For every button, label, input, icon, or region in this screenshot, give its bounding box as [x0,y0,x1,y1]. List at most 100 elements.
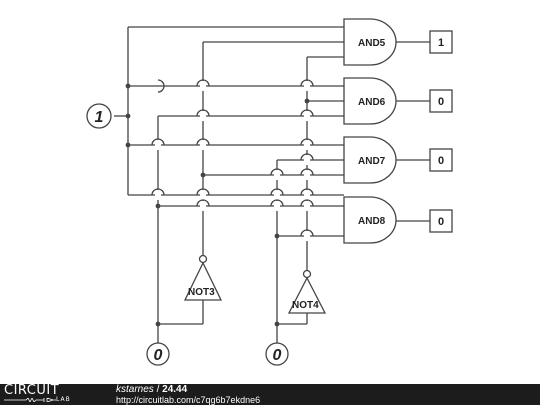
hop-arc [300,168,314,176]
not-gate-body[interactable] [287,276,327,314]
wires [114,26,430,343]
junction-dot [125,83,131,89]
output-6-value: 0 [438,96,444,108]
gate-not3[interactable]: NOT3 [183,254,223,301]
hop-gap [304,190,310,200]
logic-output-box[interactable] [429,89,453,113]
logo-circuit-line-icon [4,398,56,402]
input-right[interactable]: 0 [265,342,289,366]
junction-dot [200,172,206,178]
output-7[interactable]: 0 [429,148,453,172]
gate-label-and7: AND7 [358,156,386,167]
hop-gap [304,111,310,121]
output-8[interactable]: 0 [429,209,453,233]
hop-mask [157,79,165,93]
hop-arc [300,199,314,207]
hop-arc [151,188,165,196]
hop-arc [300,188,314,196]
hop-arc [300,138,314,146]
hop-gap [304,201,310,211]
and-gate-body[interactable] [343,136,397,184]
hop-gap [200,140,206,150]
footer-bar: CIRCUIT LAB kstarnes / 24.44 http://circ… [0,384,540,405]
hop-gap [304,170,310,180]
author-name[interactable]: kstarnes [116,384,154,395]
gate-and7[interactable]: AND7 [343,136,397,184]
junction-dot [125,142,131,148]
gate-and6[interactable]: AND6 [343,77,397,125]
hop-gap [155,140,161,150]
input-main[interactable]: 1 [86,103,112,129]
hop-gap [200,201,206,211]
input-left[interactable]: 0 [146,342,170,366]
hop-gap [155,190,161,200]
input-right-value: 0 [273,347,282,364]
hop-arc [196,188,210,196]
gate-and5[interactable]: AND5 [343,18,397,66]
input-main-value: 1 [95,109,104,126]
gate-label-and8: AND8 [358,216,386,227]
output-8-value: 0 [438,216,444,228]
circuitlab-logo[interactable]: CIRCUIT [4,383,60,398]
hop-arc [270,199,284,207]
hop-gap [200,190,206,200]
gate-label-and5: AND5 [358,38,386,49]
hop-gap [274,190,280,200]
gate-and8[interactable]: AND8 [343,196,397,244]
output-7-value: 0 [438,155,444,167]
junction-dot [125,113,131,119]
output-5[interactable]: 1 [429,30,453,54]
output-6[interactable]: 0 [429,89,453,113]
hop-gap [304,81,310,91]
logic-output-box[interactable] [429,209,453,233]
and-gate-body[interactable] [343,196,397,244]
hop-arc [300,229,314,237]
not-bubble [198,254,208,264]
hop-gap [304,140,310,150]
hop-arc [300,109,314,117]
logic-input-circle[interactable] [265,342,289,366]
hop-arc [196,109,210,117]
hop-arc [196,138,210,146]
hop-arc [196,79,210,87]
credit-separator: / [156,384,160,395]
input-left-value: 0 [154,347,163,364]
hop-gap [304,231,310,241]
junction-dot [155,321,161,327]
gate-label-and6: AND6 [358,97,386,108]
junction-dot [304,98,310,104]
logic-output-box[interactable] [429,148,453,172]
gate-not4[interactable]: NOT4 [287,269,327,314]
hop-arc [300,79,314,87]
credit-line: kstarnes / 24.44 [116,385,187,395]
logic-input-circle[interactable] [146,342,170,366]
hop-gap [304,155,310,165]
hop-gap [200,81,206,91]
hop-arc [270,188,284,196]
hop-gap [274,201,280,211]
hop-arc [196,199,210,207]
wire-crossovers [151,79,314,241]
and-gate-body[interactable] [343,77,397,125]
not-bubble [302,269,312,279]
logic-output-box[interactable] [429,30,453,54]
circuitlab-logo-sub: LAB [56,396,71,403]
circuit-schematic: AND5 AND6 AND7 AND8 NOT3 NOT4 1 0 0 1 [86,18,453,366]
and-gate-body[interactable] [343,18,397,66]
junction-dot [274,321,280,327]
junction-dots [125,83,310,327]
circuit-url-link[interactable]: http://circuitlab.com/c7qg6b7ekdne6 [116,395,261,405]
hop-gap [274,170,280,180]
junction-dot [274,233,280,239]
junction-dot [155,203,161,209]
logic-input-circle[interactable] [86,103,112,129]
hop-arc [300,153,314,161]
not-gate-body[interactable] [183,261,223,301]
gate-label-not3: NOT3 [188,287,215,298]
hop-arc [270,168,284,176]
circuit-number: 24.44 [162,384,188,395]
gate-label-not4: NOT4 [292,300,319,311]
output-5-value: 1 [438,37,444,49]
hop-gap [200,111,206,121]
hop-arc [151,138,165,146]
